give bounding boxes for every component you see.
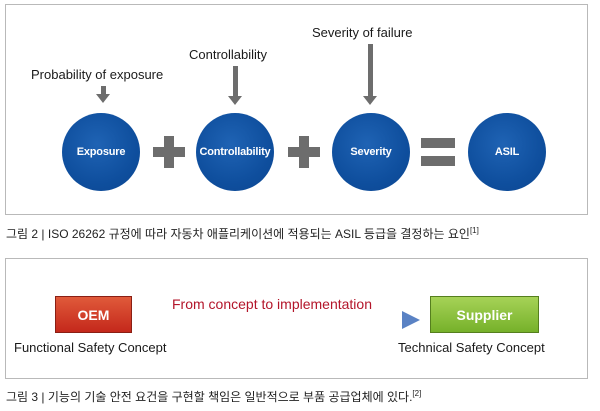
controllability-node: Controllability bbox=[196, 113, 274, 191]
technical-safety-concept: Technical Safety Concept bbox=[398, 340, 545, 355]
severity-arrow-head bbox=[363, 96, 377, 105]
exposure-arrow-shaft bbox=[101, 86, 106, 94]
controllability-arrow-shaft bbox=[233, 66, 238, 96]
exposure-arrow-head bbox=[96, 94, 110, 103]
figure-2-reference: [1] bbox=[469, 226, 479, 235]
flow-arrow-head bbox=[402, 311, 420, 329]
flow-arrow bbox=[152, 311, 420, 329]
supplier-box: Supplier bbox=[430, 296, 539, 333]
flow-label: From concept to implementation bbox=[172, 296, 372, 312]
exposure-label: Probability of exposure bbox=[31, 67, 164, 82]
severity-node: Severity bbox=[332, 113, 410, 191]
oem-box: OEM bbox=[55, 296, 132, 333]
figure-3-reference: [2] bbox=[412, 389, 422, 398]
exposure-node: Exposure bbox=[62, 113, 140, 191]
controllability-arrow-head bbox=[228, 96, 242, 105]
figure-3-caption: 그림 3 | 기능의 기술 안전 요건을 구현할 책임은 일반적으로 부품 공급… bbox=[6, 388, 421, 405]
asil-node: ASIL bbox=[468, 113, 546, 191]
severity-label: Severity of failure bbox=[312, 25, 413, 40]
figure-2-caption: 그림 2 | ISO 26262 규정에 따라 자동차 애플리케이션에 적용되는… bbox=[6, 225, 479, 242]
controllability-label: Controllability bbox=[189, 47, 268, 62]
figure-3-caption-text: 그림 3 | 기능의 기술 안전 요건을 구현할 책임은 일반적으로 부품 공급… bbox=[6, 390, 413, 404]
severity-arrow-shaft bbox=[368, 44, 373, 96]
figure-2-caption-text: 그림 2 | ISO 26262 규정에 따라 자동차 애플리케이션에 적용되는… bbox=[6, 227, 470, 241]
functional-safety-concept: Functional Safety Concept bbox=[14, 340, 167, 355]
